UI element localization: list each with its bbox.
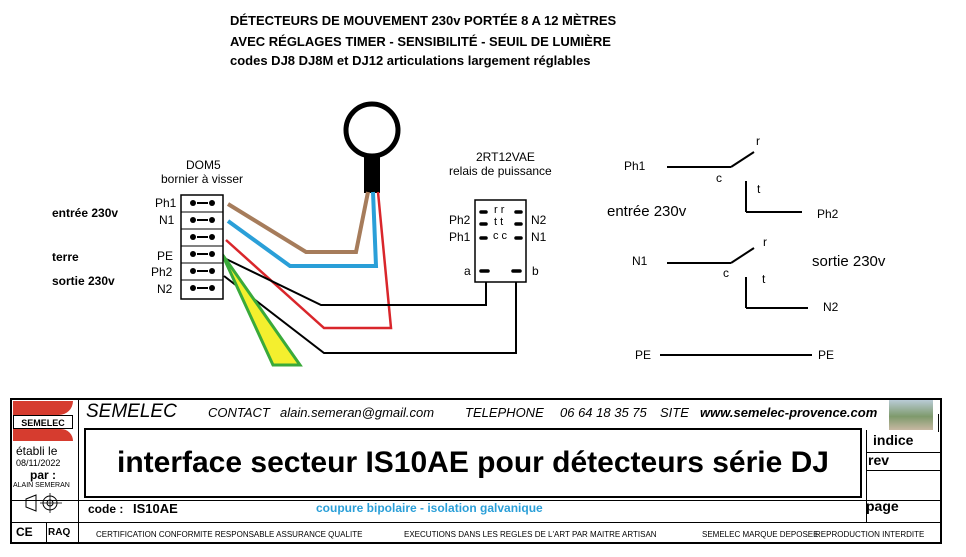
- relay-coil-b: b: [532, 264, 539, 278]
- contact-email: alain.semeran@gmail.com: [280, 405, 435, 420]
- subtitle: coupure bipolaire - isolation galvanique: [316, 501, 543, 515]
- schem-pe-right: PE: [818, 348, 835, 362]
- side-label-input: entrée 230v: [52, 206, 119, 220]
- code-value: IS10AE: [133, 501, 178, 516]
- wiring-diagram: [180, 101, 812, 367]
- main-title-box: interface secteur IS10AE pour détecteurs…: [84, 428, 862, 498]
- company-name: SEMELEC: [86, 401, 177, 422]
- raq-label: RAQ: [48, 527, 71, 538]
- schem-c-1: c: [716, 171, 722, 185]
- terminal-block: [180, 194, 224, 300]
- site-url: www.semelec-provence.com: [700, 405, 878, 420]
- schem-t-2: t: [762, 272, 766, 286]
- relay-subtitle: relais de puissance: [449, 164, 552, 178]
- relay-contact-c: c c: [493, 230, 508, 242]
- footer-copyright: REPRODUCTION INTERDITE: [815, 530, 925, 539]
- side-label-earth: terre: [52, 250, 79, 264]
- ce-mark: CE: [16, 525, 33, 539]
- telephone-number: 06 64 18 35 75: [560, 405, 647, 420]
- header-line-3: codes DJ8 DJ8M et DJ12 articulations lar…: [230, 53, 591, 68]
- schem-t-1: t: [757, 182, 761, 196]
- wire-earth: [220, 253, 303, 367]
- schem-input-label: entrée 230v: [607, 203, 687, 220]
- schem-ph1: Ph1: [624, 159, 646, 173]
- relay-contact-r: r r: [494, 204, 505, 216]
- terminal-pin-ph2: Ph2: [151, 265, 173, 279]
- relay-coil-a: a: [464, 264, 471, 278]
- footer-certification: CERTIFICATION CONFORMITE RESPONSABLE ASS…: [96, 530, 363, 539]
- etabli-label: établi le: [16, 444, 58, 458]
- terminal-pin-n1: N1: [159, 213, 175, 227]
- main-title: interface secteur IS10AE pour détecteurs…: [117, 446, 829, 479]
- relay-pin-ph1: Ph1: [449, 230, 471, 244]
- schem-c-2: c: [723, 266, 729, 280]
- author-name: ALAIN SEMERAN: [13, 482, 70, 489]
- terminal-pin-pe: PE: [157, 249, 174, 263]
- schem-output-label: sortie 230v: [812, 253, 886, 270]
- semelec-logo: SEMELEC: [13, 401, 75, 441]
- rev-label: rev: [868, 452, 890, 468]
- relay-pin-n2: N2: [531, 213, 547, 227]
- relay-contact-t: t t: [494, 216, 504, 228]
- wire-red: [225, 191, 393, 330]
- house-photo: [889, 400, 933, 430]
- par-label: par :: [30, 468, 57, 482]
- detector-head-icon: [343, 101, 401, 159]
- site-label: SITE: [660, 405, 689, 420]
- relay: [474, 199, 527, 283]
- wire-blue: [226, 191, 379, 268]
- wire-black-ph2: [223, 257, 487, 306]
- terminal-block-subtitle: bornier à visser: [161, 172, 244, 186]
- wire-black-n2: [223, 275, 517, 354]
- detector-stem: [364, 155, 380, 193]
- date-value: 08/11/2022: [16, 458, 61, 468]
- indice-label: indice: [873, 432, 914, 448]
- schem-r-2: r: [763, 235, 767, 249]
- schem-n2: N2: [823, 300, 839, 314]
- header-line-1: DÉTECTEURS DE MOUVEMENT 230v PORTÉE 8 A …: [230, 13, 617, 28]
- telephone-label: TELEPHONE: [465, 405, 544, 420]
- contact-label: CONTACT: [208, 405, 270, 420]
- footer-trademark: SEMELEC MARQUE DEPOSEE: [702, 530, 819, 539]
- relay-pin-ph2: Ph2: [449, 213, 471, 227]
- footer-execution: EXECUTIONS DANS LES REGLES DE L'ART PAR …: [404, 530, 657, 539]
- schem-n1: N1: [632, 254, 648, 268]
- wire-brown: [226, 191, 370, 254]
- projection-symbol-icon: [25, 493, 62, 513]
- page-label: page: [866, 498, 899, 514]
- terminal-block-title: DOM5: [186, 158, 221, 172]
- switch-2: [667, 247, 808, 309]
- relay-pin-n1: N1: [531, 230, 547, 244]
- title-block: [10, 398, 942, 544]
- terminal-pin-n2: N2: [157, 282, 173, 296]
- schem-ph2: Ph2: [817, 207, 839, 221]
- header-line-2: AVEC RÉGLAGES TIMER - SENSIBILITÉ - SEUI…: [230, 34, 611, 49]
- schem-r-1: r: [756, 134, 760, 148]
- side-label-output: sortie 230v: [52, 274, 115, 288]
- switch-1: [667, 151, 802, 213]
- relay-code: 2RT12VAE: [476, 150, 535, 164]
- terminal-pin-ph1: Ph1: [155, 196, 177, 210]
- schem-pe-left: PE: [635, 348, 652, 362]
- code-label: code :: [88, 502, 124, 516]
